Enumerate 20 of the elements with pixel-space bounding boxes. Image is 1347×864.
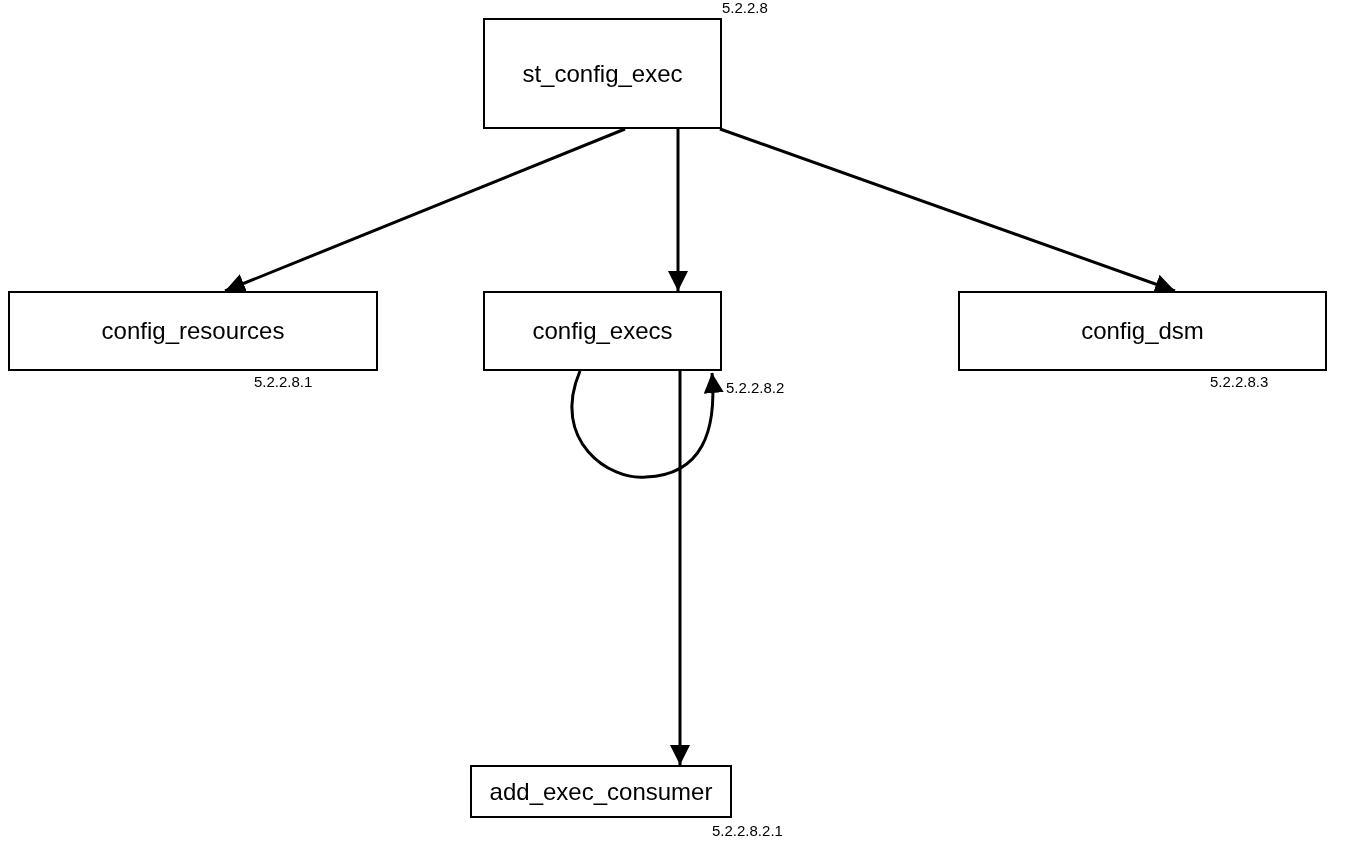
section-number: 5.2.2.8.1 (254, 374, 313, 389)
arrow (670, 371, 690, 765)
section-number: 5.2.2.8.2 (726, 380, 785, 395)
process-box (8, 291, 378, 371)
section-number: 5.2.2.8 (722, 0, 768, 15)
box-label: st_config_exec (522, 58, 683, 89)
arrow (719, 127, 1176, 294)
box-label: add_exec_consumer (489, 776, 713, 807)
box-label: config_dsm (1081, 316, 1204, 346)
process-box (470, 765, 732, 818)
process-box (483, 18, 722, 129)
box-label: config_execs (532, 316, 673, 346)
box-label: config_resources (101, 316, 285, 346)
section-number: 5.2.2.8.2.1 (712, 823, 783, 838)
arrow (570, 370, 724, 479)
process-box (483, 291, 722, 371)
arrow (224, 127, 626, 293)
arrow (668, 129, 688, 291)
section-number: 5.2.2.8.3 (1210, 374, 1269, 389)
process-box (958, 291, 1327, 371)
